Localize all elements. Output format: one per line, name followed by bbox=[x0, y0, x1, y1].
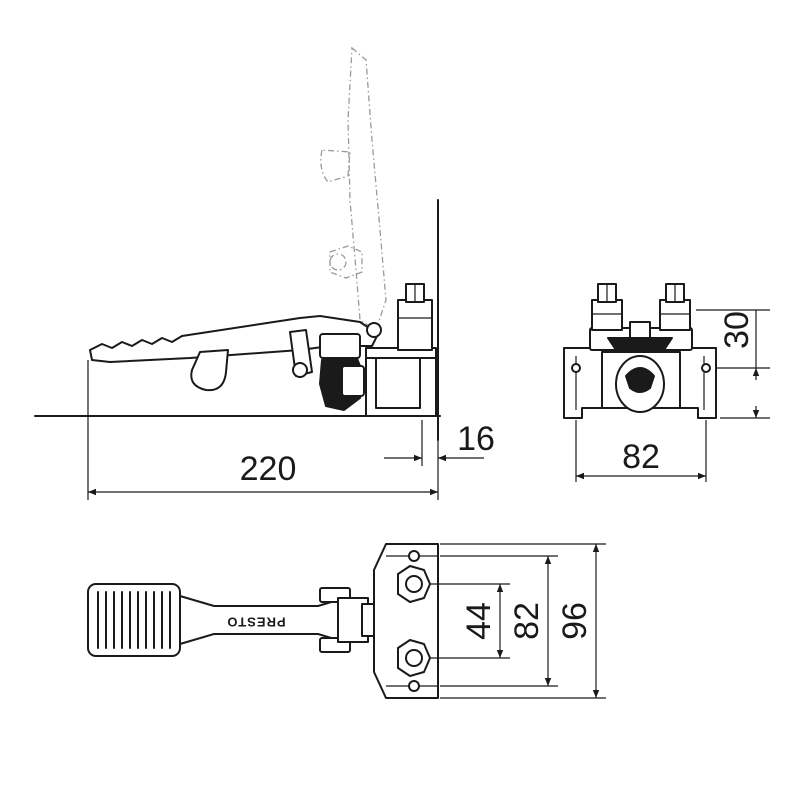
dimension-220-label: 220 bbox=[240, 450, 297, 488]
dimension-30: 30 bbox=[696, 309, 770, 419]
side-view: 220 16 bbox=[34, 46, 495, 500]
front-nut bbox=[629, 321, 651, 339]
brand-label: PRESTO bbox=[226, 615, 285, 630]
dimension-220: 220 bbox=[87, 360, 439, 500]
pedal-stopper bbox=[190, 349, 229, 392]
cam-inner bbox=[625, 367, 655, 393]
hex-nut-upper-icon bbox=[397, 565, 431, 603]
dimension-16-label: 16 bbox=[457, 420, 495, 458]
mount-hole-top-upper-icon bbox=[408, 550, 420, 562]
valve-knob bbox=[319, 333, 365, 411]
pedal-pad bbox=[87, 583, 181, 657]
dimension-82-front-label: 82 bbox=[622, 438, 660, 476]
dimension-30-label: 30 bbox=[718, 311, 756, 349]
pivot-pin-icon bbox=[366, 322, 382, 338]
valve-body-top bbox=[373, 543, 439, 699]
valve-body-side bbox=[365, 283, 437, 417]
dimension-82-top-label: 82 bbox=[508, 602, 546, 640]
mount-hole-top-lower-icon bbox=[408, 680, 420, 692]
top-view: PRESTO 44 bbox=[87, 543, 606, 699]
mount-hole-left-icon bbox=[571, 363, 581, 373]
ghost-pedal-raised bbox=[320, 46, 387, 331]
dimension-96-label: 96 bbox=[556, 602, 594, 640]
front-view: 30 82 bbox=[563, 283, 770, 482]
dimension-82-top: 82 bbox=[440, 555, 558, 687]
dimension-96: 96 bbox=[440, 543, 606, 699]
left-stem bbox=[591, 299, 623, 331]
dimension-82-front: 82 bbox=[575, 420, 707, 482]
dimension-44-label: 44 bbox=[460, 602, 498, 640]
right-stem bbox=[659, 299, 691, 331]
link-pin-icon bbox=[292, 362, 308, 378]
mount-hole-right-icon bbox=[701, 363, 711, 373]
pedal-lever bbox=[89, 315, 382, 392]
pedal-grip-ribs bbox=[97, 591, 171, 649]
dimension-16: 16 bbox=[384, 420, 495, 466]
front-clamp bbox=[607, 337, 673, 351]
hex-nut-lower-icon bbox=[397, 639, 431, 677]
dimension-44: 44 bbox=[430, 583, 510, 659]
